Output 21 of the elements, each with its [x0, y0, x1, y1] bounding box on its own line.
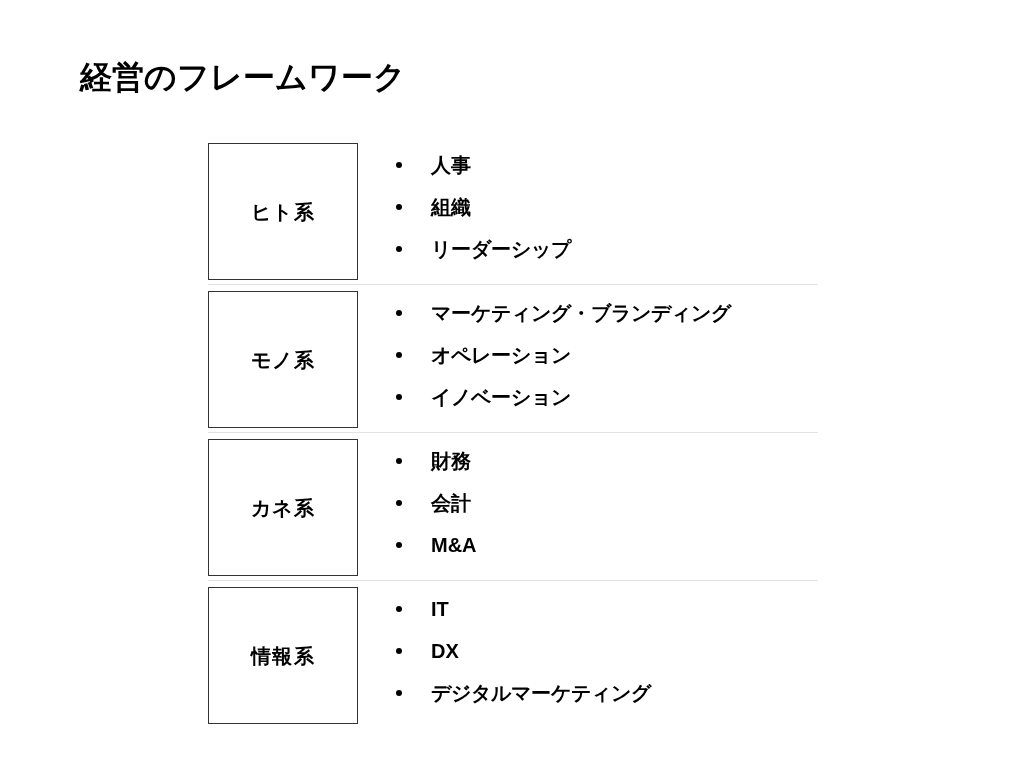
list-item: 会計	[431, 491, 471, 516]
list-item: 組織	[431, 195, 471, 220]
list-item: マーケティング・ブランディング	[431, 301, 731, 326]
list-item: リーダーシップ	[431, 237, 571, 262]
list-item: DX	[431, 639, 459, 664]
list-item: 人事	[431, 153, 471, 178]
category-box	[208, 143, 358, 280]
list-item: M&A	[431, 533, 477, 558]
list-item: オペレーション	[431, 343, 571, 368]
list-item: 財務	[431, 449, 471, 474]
category-box	[208, 587, 358, 724]
category-label: 情報系	[250, 643, 316, 669]
list-item: IT	[431, 597, 449, 622]
list-item: イノベーション	[431, 385, 571, 410]
category-box	[208, 291, 358, 428]
title: 経営のフレームワーク	[80, 58, 406, 97]
list-item: デジタルマーケティング	[431, 681, 651, 706]
category-label: モノ系	[250, 347, 316, 373]
category-box	[208, 439, 358, 576]
category-label: カネ系	[250, 495, 316, 521]
category-label: ヒト系	[250, 199, 316, 225]
